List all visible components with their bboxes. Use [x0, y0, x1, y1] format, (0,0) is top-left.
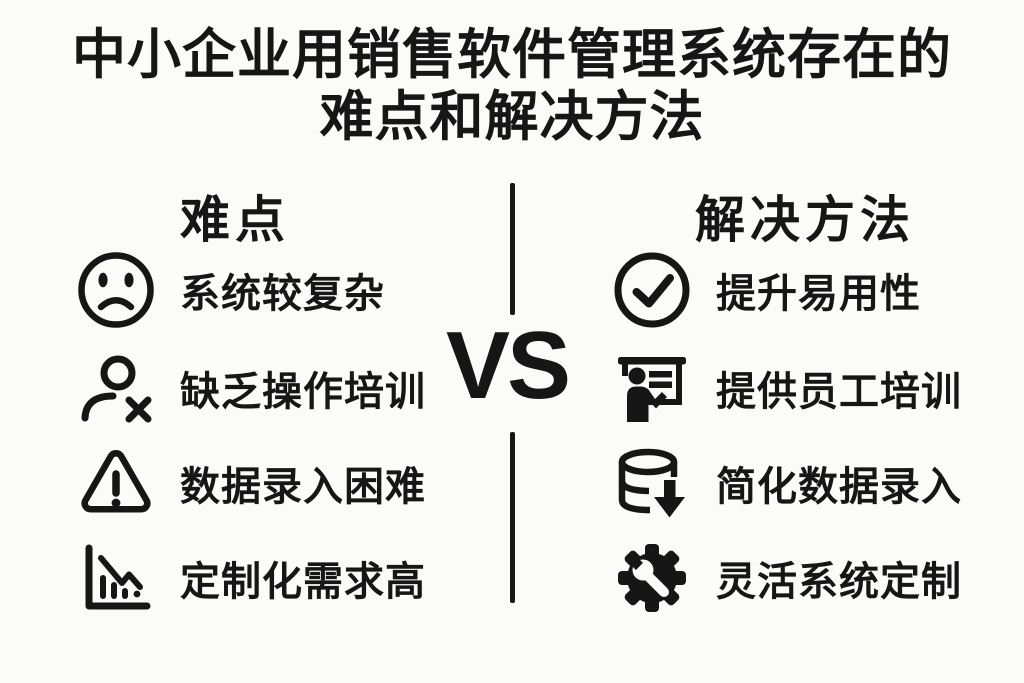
divider-line-bottom: [510, 432, 515, 603]
vs-label: VS: [445, 312, 571, 419]
difficulty-item-customization: 定制化需求高: [76, 537, 426, 619]
warning-triangle-icon: [76, 443, 156, 523]
page-title: 中小企业用销售软件管理系统存在的 难点和解决方法: [0, 24, 1024, 148]
solution-item-usability: 提升易用性: [612, 249, 921, 331]
presentation-training-icon: [612, 348, 692, 428]
item-label: 简化数据录入: [716, 465, 962, 509]
solution-item-flexible-customization: 灵活系统定制: [612, 537, 962, 619]
gear-wrench-icon: [612, 538, 692, 618]
item-label: 数据录入困难: [180, 465, 426, 509]
item-label: 提供员工培训: [716, 370, 962, 414]
difficulty-item-data-entry: 数据录入困难: [76, 442, 426, 524]
check-circle-icon: [612, 250, 692, 330]
page-title-line1: 中小企业用销售软件管理系统存在的: [72, 25, 952, 85]
solution-item-simplify-data-entry: 简化数据录入: [612, 442, 962, 524]
solutions-header: 解决方法: [695, 192, 915, 248]
solution-item-staff-training: 提供员工培训: [612, 347, 962, 429]
difficulties-header: 难点: [180, 192, 290, 248]
chart-declining-icon: [76, 538, 156, 618]
item-label: 定制化需求高: [180, 560, 426, 604]
item-label: 提升易用性: [716, 272, 921, 316]
divider-line-top: [510, 183, 515, 315]
item-label: 缺乏操作培训: [180, 370, 426, 414]
item-label: 灵活系统定制: [716, 560, 962, 604]
item-label: 系统较复杂: [180, 272, 385, 316]
user-x-icon: [76, 348, 156, 428]
database-arrow-down-icon: [612, 443, 692, 523]
sad-face-icon: [76, 250, 156, 330]
page-title-line2: 难点和解决方法: [319, 87, 705, 147]
difficulty-item-no-training: 缺乏操作培训: [76, 347, 426, 429]
difficulty-item-complex-system: 系统较复杂: [76, 249, 385, 331]
